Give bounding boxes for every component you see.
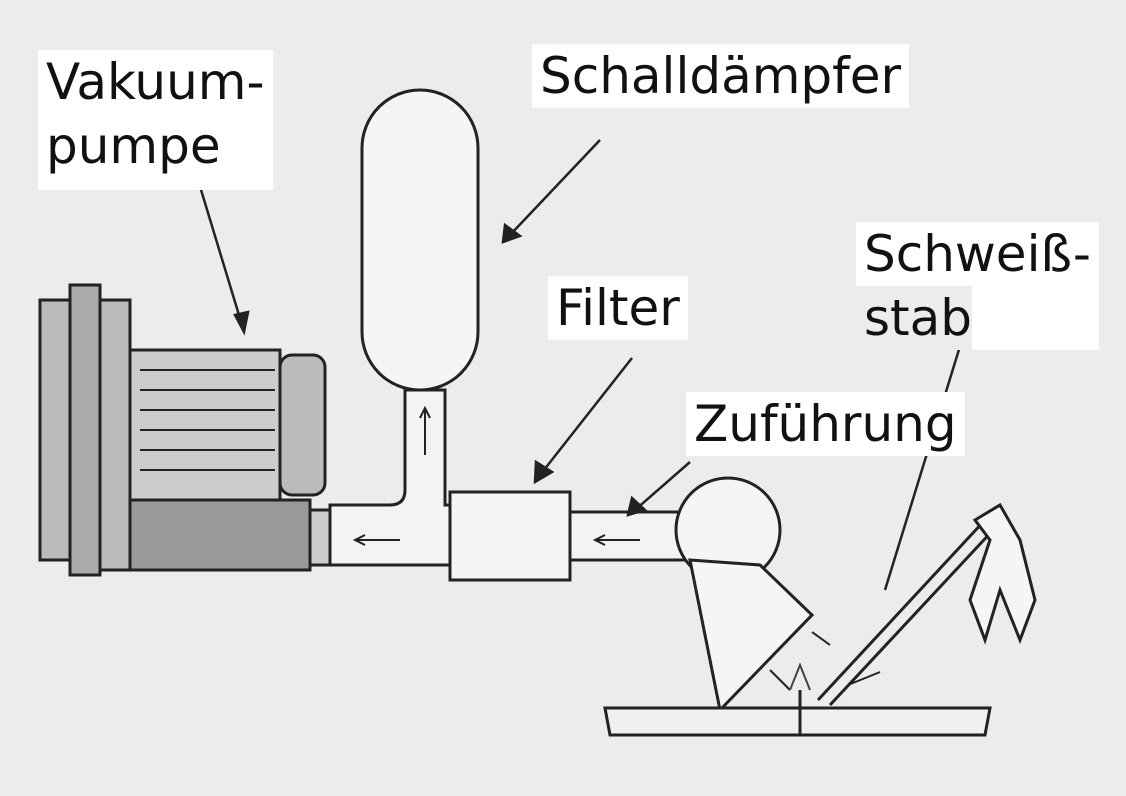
- welding-rod: [816, 518, 997, 707]
- label-welding-rod: Schweiß- stab: [856, 222, 1099, 350]
- welding-nozzle: [674, 476, 815, 714]
- label-line: stab: [856, 286, 973, 350]
- label-feed: Zuführung: [686, 392, 965, 456]
- vacuum-pump: [38, 283, 332, 577]
- label-silencer: Schalldämpfer: [532, 44, 910, 108]
- pliers: [968, 502, 1037, 645]
- silencer: [360, 88, 480, 392]
- label-vacuum-pump: Vakuum- pumpe: [38, 50, 273, 190]
- workpiece: [603, 690, 992, 737]
- flow-arrows: [352, 405, 640, 546]
- label-line: Vakuum-: [46, 53, 265, 111]
- label-line: pumpe: [46, 117, 221, 175]
- label-line: Schweiß-: [864, 225, 1091, 283]
- label-filter: Filter: [548, 276, 688, 340]
- pipes: [328, 388, 692, 567]
- filter-box: [448, 490, 572, 582]
- heat-arrows: [769, 631, 881, 691]
- leader-arrows: [193, 139, 967, 591]
